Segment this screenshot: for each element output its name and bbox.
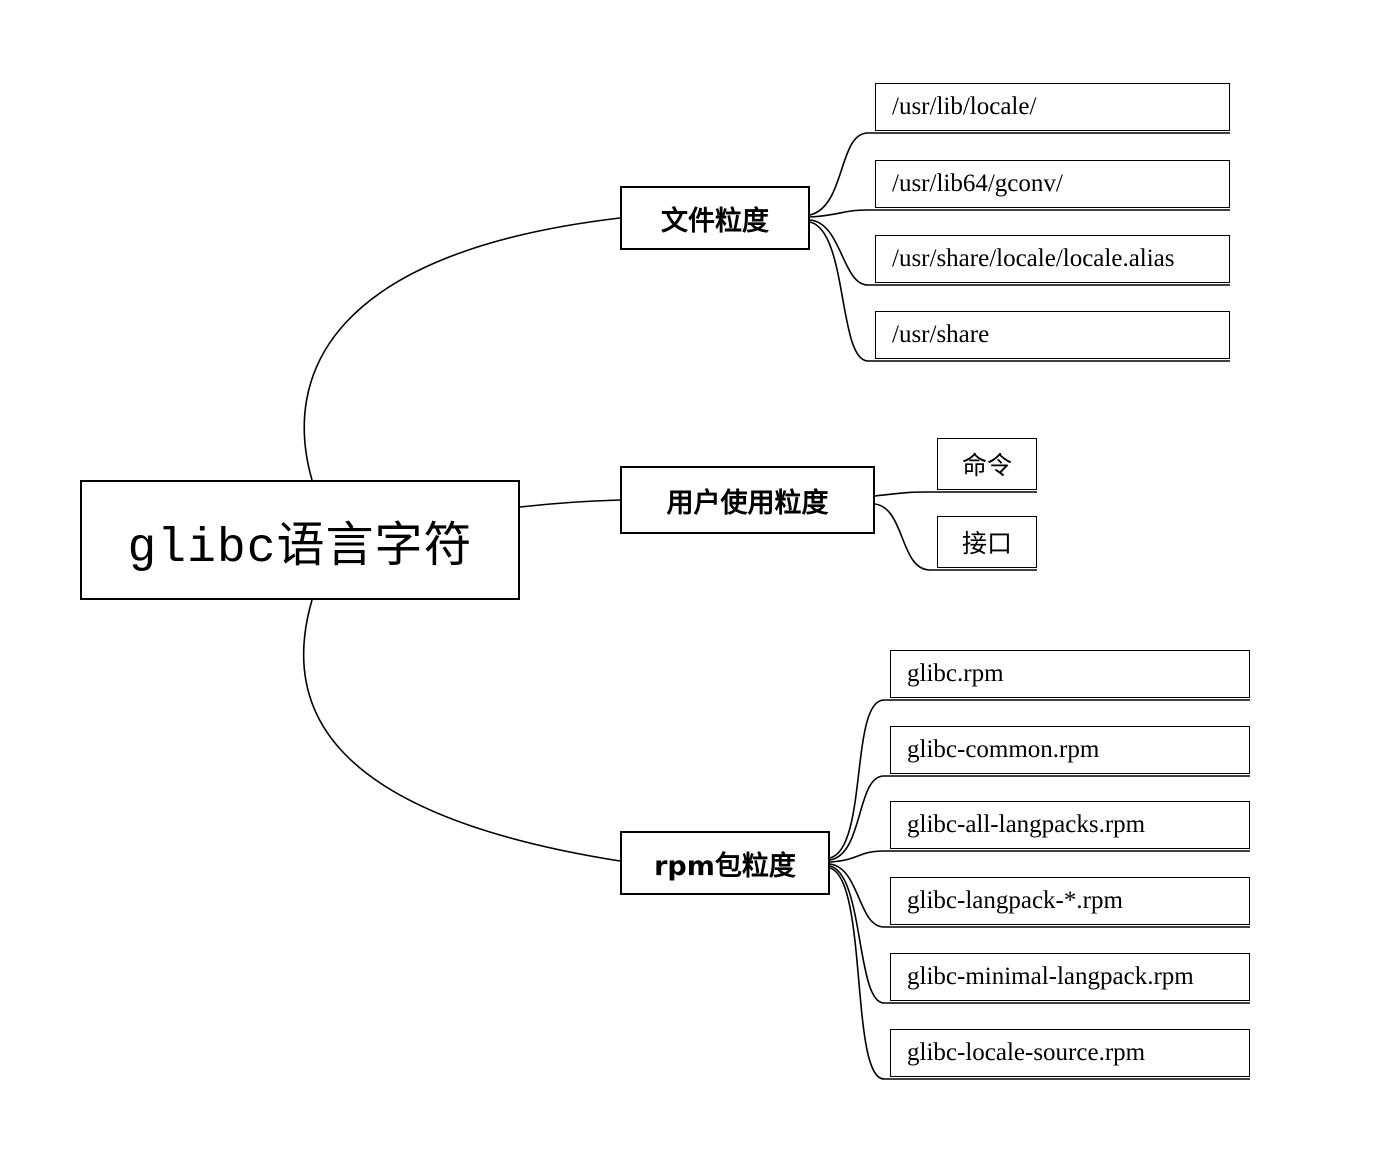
leaf-glibc-common-rpm: glibc-common.rpm bbox=[890, 726, 1250, 774]
branch-user-usage-granularity: 用户使用粒度 bbox=[620, 466, 875, 534]
leaf-glibc-locale-source-rpm: glibc-locale-source.rpm bbox=[890, 1029, 1250, 1077]
leaf-label: /usr/lib64/gconv/ bbox=[892, 170, 1063, 197]
leaf-label: glibc-langpack-*.rpm bbox=[907, 887, 1123, 914]
leaf-label: /usr/share bbox=[892, 321, 990, 348]
connector-file-leaf-2 bbox=[809, 209, 1230, 218]
leaf-label: glibc-common.rpm bbox=[907, 736, 1100, 763]
branch-label: 文件粒度 bbox=[661, 205, 769, 237]
leaf-label: /usr/share/locale/locale.alias bbox=[892, 245, 1175, 272]
leaf-label: glibc-all-langpacks.rpm bbox=[907, 811, 1146, 838]
leaf-usr-share: /usr/share bbox=[875, 311, 1230, 359]
leaf-usr-lib64-gconv: /usr/lib64/gconv/ bbox=[875, 160, 1230, 208]
branch-label: 用户使用粒度 bbox=[666, 487, 829, 519]
leaf-interface: 接口 bbox=[937, 516, 1037, 568]
connector-user-leaf-1 bbox=[874, 491, 1037, 497]
connector-root-file bbox=[303, 217, 621, 481]
leaf-label: glibc-locale-source.rpm bbox=[907, 1039, 1146, 1066]
leaf-label: 命令 bbox=[961, 453, 1012, 480]
leaf-label: glibc-minimal-langpack.rpm bbox=[907, 963, 1194, 990]
leaf-label: glibc.rpm bbox=[907, 660, 1004, 687]
root-node: glibc语言字符 bbox=[80, 480, 520, 600]
branch-file-granularity: 文件粒度 bbox=[620, 186, 810, 250]
connector-root-user bbox=[519, 499, 621, 508]
leaf-glibc-rpm: glibc.rpm bbox=[890, 650, 1250, 698]
leaf-glibc-langpack-star-rpm: glibc-langpack-*.rpm bbox=[890, 877, 1250, 925]
connector-root-rpm bbox=[302, 599, 621, 862]
root-label: glibc语言字符 bbox=[127, 521, 473, 576]
leaf-usr-lib-locale: /usr/lib/locale/ bbox=[875, 83, 1230, 131]
leaf-glibc-minimal-langpack-rpm: glibc-minimal-langpack.rpm bbox=[890, 953, 1250, 1001]
branch-label: rpm包粒度 bbox=[654, 850, 796, 882]
branch-rpm-package-granularity: rpm包粒度 bbox=[620, 831, 830, 895]
connector-rpm-leaf-3 bbox=[829, 850, 1250, 863]
leaf-label: /usr/lib/locale/ bbox=[892, 93, 1037, 120]
leaf-glibc-all-langpacks-rpm: glibc-all-langpacks.rpm bbox=[890, 801, 1250, 849]
leaf-usr-share-locale-alias: /usr/share/locale/locale.alias bbox=[875, 235, 1230, 283]
leaf-label: 接口 bbox=[961, 531, 1012, 558]
leaf-command: 命令 bbox=[937, 438, 1037, 490]
